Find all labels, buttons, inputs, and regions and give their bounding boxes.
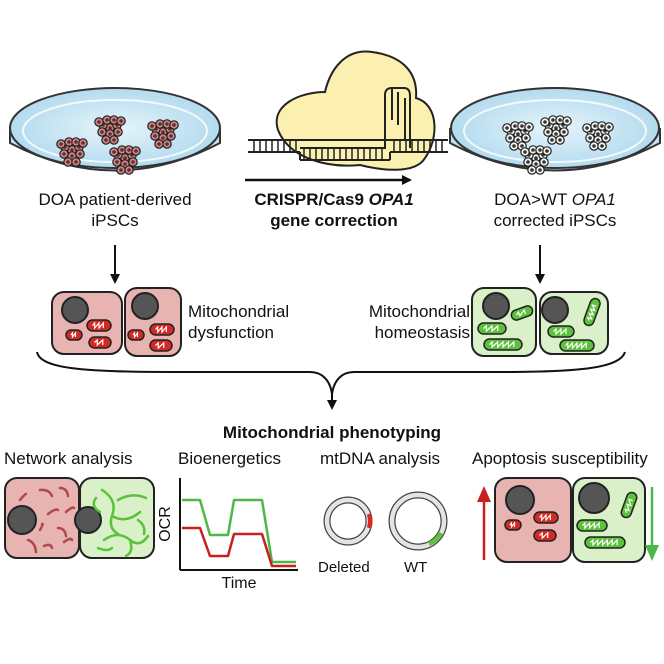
homeostasis-label-line1: Mitochondrial (368, 302, 470, 321)
ocr-chart: OCR Time (157, 478, 298, 592)
mitochondrion (559, 339, 595, 352)
dna-double-helix (248, 139, 448, 161)
homeostasis-label-line2: homeostasis (374, 323, 470, 342)
corrected-colony (502, 121, 534, 151)
mtdna-deleted-circle (323, 496, 373, 546)
apoptosis-cells (494, 477, 646, 563)
nucleus (61, 296, 89, 324)
crispr-label-gene: OPA1 (368, 190, 414, 209)
crispr-label-line2: gene correction (270, 211, 398, 230)
mitochondrion (149, 323, 175, 336)
mitochondrion (510, 305, 534, 321)
patient-ipsc-label-line1: DOA patient-derived (38, 190, 192, 209)
patient-ipsc-colonies (56, 115, 179, 175)
mtdna-analysis-label: mtDNA analysis (320, 449, 440, 468)
dysfunction-label-line1: Mitochondrial (188, 302, 290, 321)
mitochondrion (533, 529, 557, 542)
mtdna-wt-label: WT (404, 559, 428, 576)
mitochondrion (88, 336, 112, 349)
mitochondrion (483, 338, 523, 351)
cell (471, 287, 537, 357)
corrected-colony (520, 145, 552, 175)
apoptosis-label: Apoptosis susceptibility (472, 449, 648, 468)
patient-colony (147, 119, 179, 149)
homeostasis-label: Mitochondrial homeostasis (362, 301, 470, 343)
ocr-y-label: OCR (157, 506, 174, 542)
nucleus (482, 292, 510, 320)
bioenergetics-label: Bioenergetics (178, 449, 282, 468)
mitochondrion (65, 329, 83, 341)
cell (494, 477, 572, 563)
corrected-colony (582, 121, 614, 151)
mtdna-wt-circle (388, 491, 448, 551)
patient-colony (56, 137, 88, 167)
nucleus (505, 485, 535, 515)
corrected-label-gene: OPA1 (571, 190, 616, 209)
mitochondrion (584, 536, 626, 549)
mitochondrion (86, 319, 112, 332)
corrected-label-prefix: DOA>WT (494, 190, 572, 209)
corrected-ipsc-label: DOA>WT OPA1 corrected iPSCs (450, 189, 660, 231)
crispr-label-prefix: CRISPR/Cas9 (254, 190, 369, 209)
cell (51, 291, 123, 355)
mitochondrion (583, 297, 601, 327)
corrected-label-line2: corrected iPSCs (493, 211, 617, 230)
mitochondrion (127, 329, 145, 341)
mitochondrion (504, 519, 522, 531)
network-analysis-label: Network analysis (4, 449, 133, 468)
patient-colony (109, 145, 141, 175)
mitochondrion (620, 491, 638, 519)
cell (572, 477, 646, 563)
patient-ipsc-label-line2: iPSCs (91, 211, 139, 230)
corrected-colony (540, 115, 572, 145)
nucleus (131, 292, 159, 320)
network-analysis-cells (4, 477, 155, 559)
mitochondrion (149, 339, 173, 352)
apoptosis-down-arrow (645, 487, 659, 561)
ocr-doa-trace (182, 526, 296, 568)
corrected-ipsc-colonies (502, 115, 614, 175)
ocr-wt-trace (182, 498, 296, 564)
patient-ipsc-label: DOA patient-derived iPSCs (10, 189, 220, 231)
converging-brace (36, 351, 626, 395)
cell (539, 291, 609, 355)
mtdna-deleted-label: Deleted (318, 559, 370, 576)
mitochondrion (477, 322, 507, 335)
crispr-label: CRISPR/Cas9 OPA1 gene correction (224, 189, 444, 231)
wt-cell-pair (471, 287, 609, 357)
nucleus (541, 296, 569, 324)
mitochondrion (576, 519, 608, 532)
patient-colony (94, 115, 126, 145)
dysfunction-label-line2: dysfunction (188, 323, 274, 342)
mitochondrion (533, 511, 559, 524)
ocr-x-label: Time (222, 575, 257, 592)
doa-cell-pair (51, 287, 182, 357)
apoptosis-up-arrow (477, 486, 491, 560)
guide-rna (300, 86, 411, 149)
phenotyping-title: Mitochondrial phenotyping (222, 423, 442, 442)
nucleus (578, 482, 610, 514)
mitochondrion (547, 325, 575, 338)
dysfunction-label: Mitochondrial dysfunction (188, 301, 289, 343)
cell (124, 287, 182, 357)
